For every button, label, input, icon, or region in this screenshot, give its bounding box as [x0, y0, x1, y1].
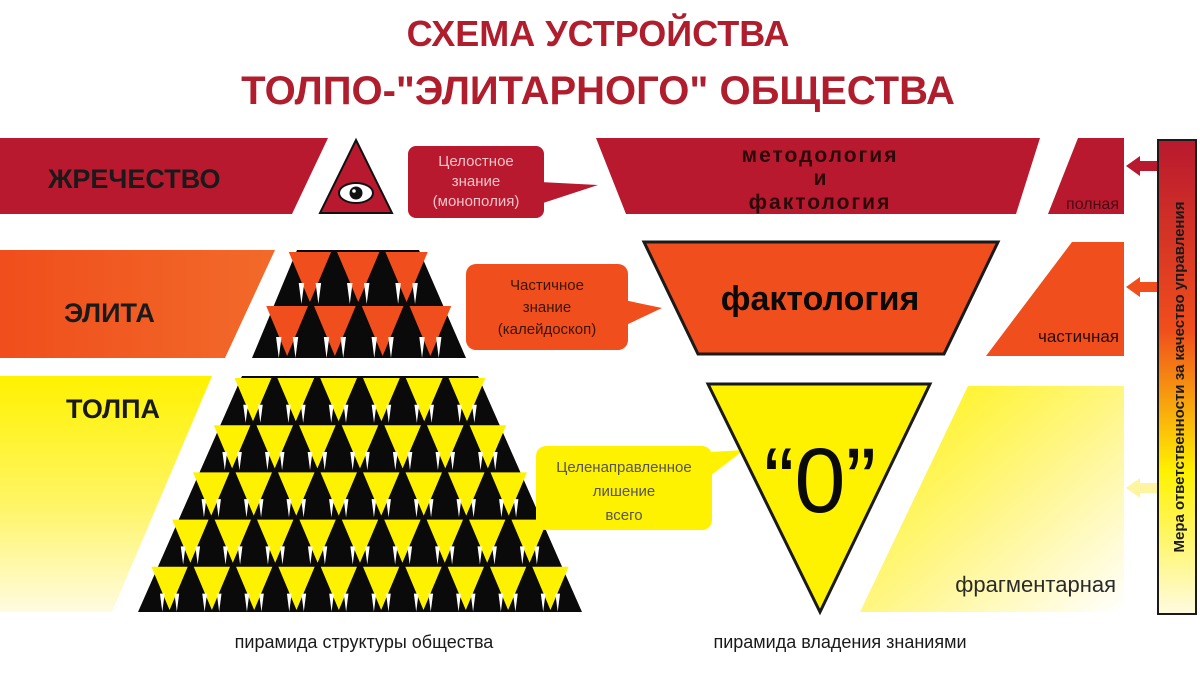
responsibility-priesthood: полная [1048, 138, 1124, 214]
crowd-figure-icon [426, 519, 463, 565]
elite-figure-icon [409, 306, 452, 358]
callout-priesthood: Целостное знание (монополия) [408, 146, 598, 218]
title-block: СХЕМА УСТРОЙСТВА ТОЛПО-"ЭЛИТАРНОГО" ОБЩЕ… [241, 12, 955, 113]
knowledge-elite-line-1: фактология [721, 280, 920, 318]
elite-figure-icon [266, 306, 308, 358]
crowd-figure-icon [363, 378, 400, 423]
knowledge-crowd-line-1: “0” [764, 430, 876, 532]
knowledge-priesthood-line-2: и [814, 167, 827, 190]
knowledge-level-elite: фактология [641, 240, 1001, 356]
elite-figure-icon [314, 306, 356, 358]
crowd-figure-icon [405, 472, 442, 518]
pyramid-bottom-crowd [138, 376, 582, 612]
arrow-left-icon [1126, 156, 1158, 176]
crowd-figure-icon [489, 566, 527, 612]
responsibility-measure-label: Мера ответственности за качество управле… [1171, 202, 1188, 553]
callout-priesthood-line-3: (монополия) [433, 193, 520, 210]
elite-figure-icon [361, 306, 404, 358]
crowd-figure-icon [511, 519, 548, 565]
callout-elite-line-1: Частичное [510, 277, 584, 294]
caption-society-pyramid: пирамида структуры общества [235, 632, 495, 652]
elite-figure-icon [337, 252, 380, 304]
crowd-figure-icon [469, 425, 507, 471]
pyramid-top-priesthood [318, 137, 394, 214]
crowd-figure-icon [151, 566, 188, 612]
arrow-left-icon [1126, 478, 1158, 498]
responsibility-elite-label: частичная [1038, 327, 1119, 346]
callout-priesthood-line-1: Целостное [438, 153, 514, 170]
crowd-figure-icon [278, 472, 315, 518]
knowledge-priesthood-line-1: методология [742, 144, 899, 167]
title-line-1: СХЕМА УСТРОЙСТВА [407, 12, 790, 54]
callout-elite: Частичное знание (калейдоскоп) [466, 264, 662, 350]
crowd-figure-icon [341, 519, 379, 565]
callout-crowd-line-3: всего [605, 507, 642, 524]
crowd-figure-icon [213, 425, 251, 471]
responsibility-priesthood-label: полная [1066, 196, 1119, 213]
caption-knowledge-pyramid: пирамида владения знаниями [713, 632, 966, 652]
crowd-figure-icon [405, 566, 442, 612]
crowd-figure-icon [214, 519, 251, 565]
elite-figure-icon [385, 252, 428, 304]
callout-priesthood-line-2: знание [452, 173, 501, 190]
crowd-figure-icon [363, 566, 400, 612]
callout-crowd-line-2: лишение [593, 483, 656, 500]
eye-in-triangle-icon [338, 182, 374, 204]
responsibility-crowd: фрагментарная [860, 386, 1124, 612]
society-pyramid [138, 137, 582, 612]
crowd-figure-icon [363, 472, 400, 518]
crowd-figure-icon [490, 472, 527, 518]
level-band-elite: ЭЛИТА [0, 250, 275, 358]
crowd-figure-icon [193, 472, 230, 518]
responsibility-measure-bar: Мера ответственности за качество управле… [1157, 139, 1197, 615]
level-label-crowd: ТОЛПА [66, 394, 160, 424]
crowd-figure-icon [172, 519, 209, 565]
crowd-figure-icon [384, 425, 421, 471]
title-line-2: ТОЛПО-"ЭЛИТАРНОГО" ОБЩЕСТВА [241, 69, 955, 113]
crowd-figure-icon [447, 566, 484, 612]
arrow-left-icon [1126, 277, 1158, 297]
crowd-figure-icon [405, 378, 443, 423]
crowd-figure-icon [320, 378, 357, 423]
crowd-figure-icon [426, 425, 464, 471]
level-label-elite: ЭЛИТА [64, 298, 155, 328]
crowd-figure-icon [257, 519, 294, 565]
knowledge-level-crowd: “0” [705, 382, 933, 616]
crowd-figure-icon [448, 378, 486, 423]
crowd-figure-icon [278, 566, 315, 612]
crowd-figure-icon [532, 566, 569, 612]
callout-crowd-line-1: Целенаправленное [556, 459, 691, 476]
crowd-figure-icon [341, 425, 379, 471]
crowd-figure-icon [235, 472, 272, 518]
crowd-figure-icon [277, 378, 315, 423]
crowd-figure-icon [469, 519, 506, 565]
elite-figure-icon [288, 252, 332, 304]
level-band-crowd: ТОЛПА [0, 376, 212, 612]
callout-elite-line-3: (калейдоскоп) [498, 321, 597, 338]
level-band-priesthood: ЖРЕЧЕСТВО [0, 138, 328, 214]
crowd-figure-icon [299, 519, 336, 565]
pyramid-middle-elite [252, 250, 466, 358]
level-label-priesthood: ЖРЕЧЕСТВО [47, 164, 221, 194]
crowd-figure-icon [448, 472, 485, 518]
crowd-figure-icon [320, 472, 357, 518]
crowd-figure-icon [236, 566, 273, 612]
knowledge-priesthood-line-3: фактология [749, 191, 892, 214]
knowledge-level-priesthood: методология и фактология [596, 138, 1040, 214]
crowd-figure-icon [193, 566, 231, 612]
responsibility-crowd-label: фрагментарная [955, 572, 1116, 597]
crowd-figure-icon [299, 425, 336, 471]
crowd-figure-icon [384, 519, 421, 565]
crowd-figure-icon [234, 378, 272, 423]
knowledge-pyramid: методология и фактология фактология “0” [596, 138, 1040, 616]
callout-crowd: Целенаправленное лишение всего [536, 446, 744, 530]
crowd-figure-icon [256, 425, 294, 471]
callout-elite-line-2: знание [523, 299, 572, 316]
responsibility-elite: частичная [986, 242, 1124, 356]
crowd-figure-icon [320, 566, 357, 612]
